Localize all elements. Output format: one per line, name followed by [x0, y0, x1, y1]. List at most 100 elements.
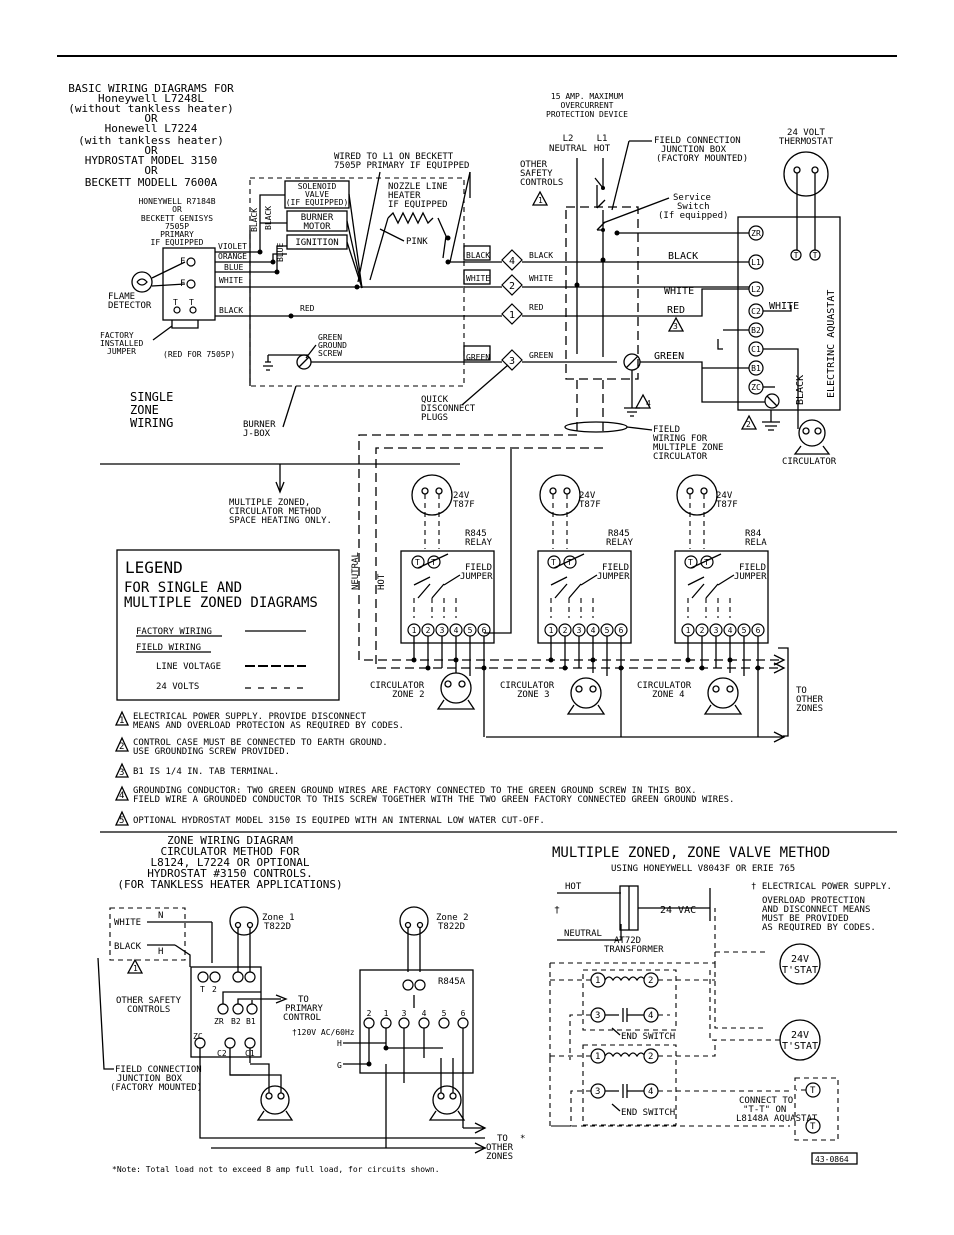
- basic-title: BASIC WIRING DIAGRAMS FOR Honeywell L724…: [68, 82, 234, 189]
- single-zone-label: SINGLE ZONE WIRING: [130, 390, 173, 430]
- svg-text:L2: L2: [751, 285, 761, 294]
- svg-text:(IF EQUIPPED): (IF EQUIPPED): [286, 198, 349, 207]
- field-wires: 4 BLACK WHITE RED 3 GREEN: [522, 232, 768, 417]
- svg-text:4: 4: [591, 626, 596, 635]
- zone-valve-1: 1 2 3 4 END SWITCH: [550, 969, 715, 1060]
- svg-text:HEATER: HEATER: [388, 191, 421, 201]
- valve-title: MULTIPLE ZONED, ZONE VALVE METHOD USING …: [552, 845, 830, 874]
- svg-text:BURNER: BURNER: [301, 213, 334, 223]
- svg-text:ORANGE: ORANGE: [218, 252, 247, 261]
- svg-text:(RED FOR 7505P): (RED FOR 7505P): [163, 350, 235, 359]
- svg-text:2: 2: [367, 1009, 372, 1018]
- svg-text:IF EQUIPPED: IF EQUIPPED: [151, 238, 204, 247]
- svg-text:NOZZLE LINE: NOZZLE LINE: [388, 182, 448, 192]
- svg-text:PINK: PINK: [406, 237, 428, 247]
- primary-control-label: HONEYWELL R7184B OR BECKETT GENISYS 7505…: [138, 197, 215, 247]
- svg-text:1: 1: [509, 310, 515, 321]
- svg-text:H: H: [337, 1039, 342, 1048]
- svg-text:7505P: 7505P: [165, 222, 189, 231]
- svg-text:ZONE 4: ZONE 4: [652, 690, 685, 700]
- svg-text:HYDROSTAT MODEL 3150: HYDROSTAT MODEL 3150: [85, 154, 217, 167]
- svg-text:CIRCULATOR: CIRCULATOR: [653, 452, 708, 462]
- svg-text:*: *: [520, 1134, 525, 1144]
- quick-disconnect-plugs: BLACK WHITE GREEN 4 2 1 3 BLACK WHITE RE…: [421, 245, 553, 423]
- factory-jumper: FACTORY INSTALLED JUMPER (RED FOR 7505P): [100, 320, 235, 359]
- svg-text:IF EQUIPPED: IF EQUIPPED: [388, 200, 448, 210]
- svg-text:2: 2: [509, 281, 515, 292]
- svg-text:GREEN: GREEN: [466, 353, 490, 362]
- svg-text:SPACE HEATING ONLY.: SPACE HEATING ONLY.: [229, 516, 332, 526]
- svg-text:B2: B2: [751, 326, 761, 335]
- svg-text:L8148A AQUASTAT: L8148A AQUASTAT: [736, 1114, 818, 1124]
- svg-text:CIRCULATOR: CIRCULATOR: [500, 681, 555, 691]
- svg-text:1: 1: [412, 626, 417, 635]
- svg-text:VALVE: VALVE: [305, 190, 329, 199]
- svg-text:(If equipped): (If equipped): [658, 211, 728, 221]
- svg-text:OTHER SAFETY: OTHER SAFETY: [116, 996, 182, 1006]
- svg-text:T: T: [189, 298, 194, 307]
- svg-text:ZONE 3: ZONE 3: [517, 690, 550, 700]
- svg-text:Honeywell L7248L: Honeywell L7248L: [98, 92, 204, 105]
- svg-text:6: 6: [756, 626, 761, 635]
- svg-text:TRANSFORMER: TRANSFORMER: [604, 945, 664, 955]
- svg-text:T: T: [431, 558, 436, 567]
- svg-text:1: 1: [686, 626, 691, 635]
- svg-text:43-0864: 43-0864: [815, 1155, 849, 1164]
- svg-text:ZONES: ZONES: [486, 1152, 513, 1162]
- svg-text:4: 4: [509, 256, 515, 267]
- svg-text:FIELD WIRE A GROUNDED CONDUCTO: FIELD WIRE A GROUNDED CONDUCTOR TO THIS …: [133, 795, 734, 805]
- svg-text:WHITE: WHITE: [769, 301, 799, 312]
- svg-text:BLACK: BLACK: [795, 375, 806, 405]
- circulator-main: CIRCULATOR: [782, 419, 837, 467]
- svg-text:MOTOR: MOTOR: [303, 222, 331, 232]
- svg-text:T: T: [567, 558, 572, 567]
- svg-text:WHITE: WHITE: [664, 286, 694, 297]
- svg-text:FIELD: FIELD: [602, 563, 629, 573]
- svg-text:FIELD WIRING: FIELD WIRING: [136, 643, 201, 653]
- note-1: 1 ELECTRICAL POWER SUPPLY. PROVIDE DISCO…: [114, 710, 404, 731]
- zone1-thermostat: Zone 1 T822D: [229, 906, 295, 972]
- svg-text:CONTROL: CONTROL: [283, 1013, 321, 1023]
- svg-text:TO: TO: [497, 1134, 508, 1144]
- svg-text:FACTORY WIRING: FACTORY WIRING: [136, 627, 212, 637]
- svg-text:LINE VOLTAGE: LINE VOLTAGE: [156, 662, 221, 672]
- svg-text:1: 1: [133, 964, 138, 973]
- svg-text:AT72D: AT72D: [614, 936, 641, 946]
- svg-text:L8124, L7224 OR OPTIONAL: L8124, L7224 OR OPTIONAL: [151, 856, 310, 869]
- svg-text:F: F: [180, 257, 185, 267]
- svg-text:2: 2: [212, 985, 217, 994]
- svg-text:BLACK: BLACK: [250, 208, 259, 232]
- svg-text:THERMOSTAT: THERMOSTAT: [779, 137, 834, 147]
- svg-text:OTHER: OTHER: [520, 160, 548, 170]
- svg-text:LEGEND: LEGEND: [125, 558, 183, 577]
- svg-text:SOLENOID: SOLENOID: [298, 182, 337, 191]
- svg-text:5: 5: [442, 1009, 447, 1018]
- svg-text:SCREW: SCREW: [318, 349, 342, 358]
- svg-text:T: T: [415, 558, 420, 567]
- svg-text:HOT: HOT: [377, 573, 387, 590]
- svg-text:3: 3: [577, 626, 582, 635]
- svg-text:6: 6: [461, 1009, 466, 1018]
- svg-text:CONTROLS: CONTROLS: [127, 1005, 170, 1015]
- svg-text:L2: L2: [563, 134, 574, 144]
- svg-text:R84: R84: [745, 529, 761, 539]
- nozzle-heater: NOZZLE LINE HEATER IF EQUIPPED PINK: [369, 182, 451, 281]
- valve-tstat-1: 24V T'STAT: [779, 943, 821, 985]
- svg-text:R845A: R845A: [438, 977, 466, 987]
- svg-text:2: 2: [563, 626, 568, 635]
- svg-text:ZONE: ZONE: [130, 403, 159, 417]
- svg-text:C1: C1: [751, 345, 761, 354]
- primary-control: F F T T: [162, 247, 216, 321]
- svg-text:BLUE: BLUE: [224, 263, 243, 272]
- svg-text:T: T: [810, 1122, 816, 1132]
- note-2: 2 CONTROL CASE MUST BE CONNECTED TO EART…: [114, 736, 388, 757]
- svg-text:1: 1: [595, 976, 600, 986]
- svg-text:B1 IS 1/4 IN. TAB TERMINAL.: B1 IS 1/4 IN. TAB TERMINAL.: [133, 767, 279, 777]
- svg-text:T822D: T822D: [264, 922, 291, 932]
- svg-text:† ELECTRICAL POWER SUPPLY.: † ELECTRICAL POWER SUPPLY.: [751, 882, 892, 892]
- svg-text:Honewell L7224: Honewell L7224: [105, 122, 198, 135]
- svg-text:JUMPER: JUMPER: [597, 572, 630, 582]
- line-labels: L2 NEUTRAL L1 HOT: [549, 134, 611, 154]
